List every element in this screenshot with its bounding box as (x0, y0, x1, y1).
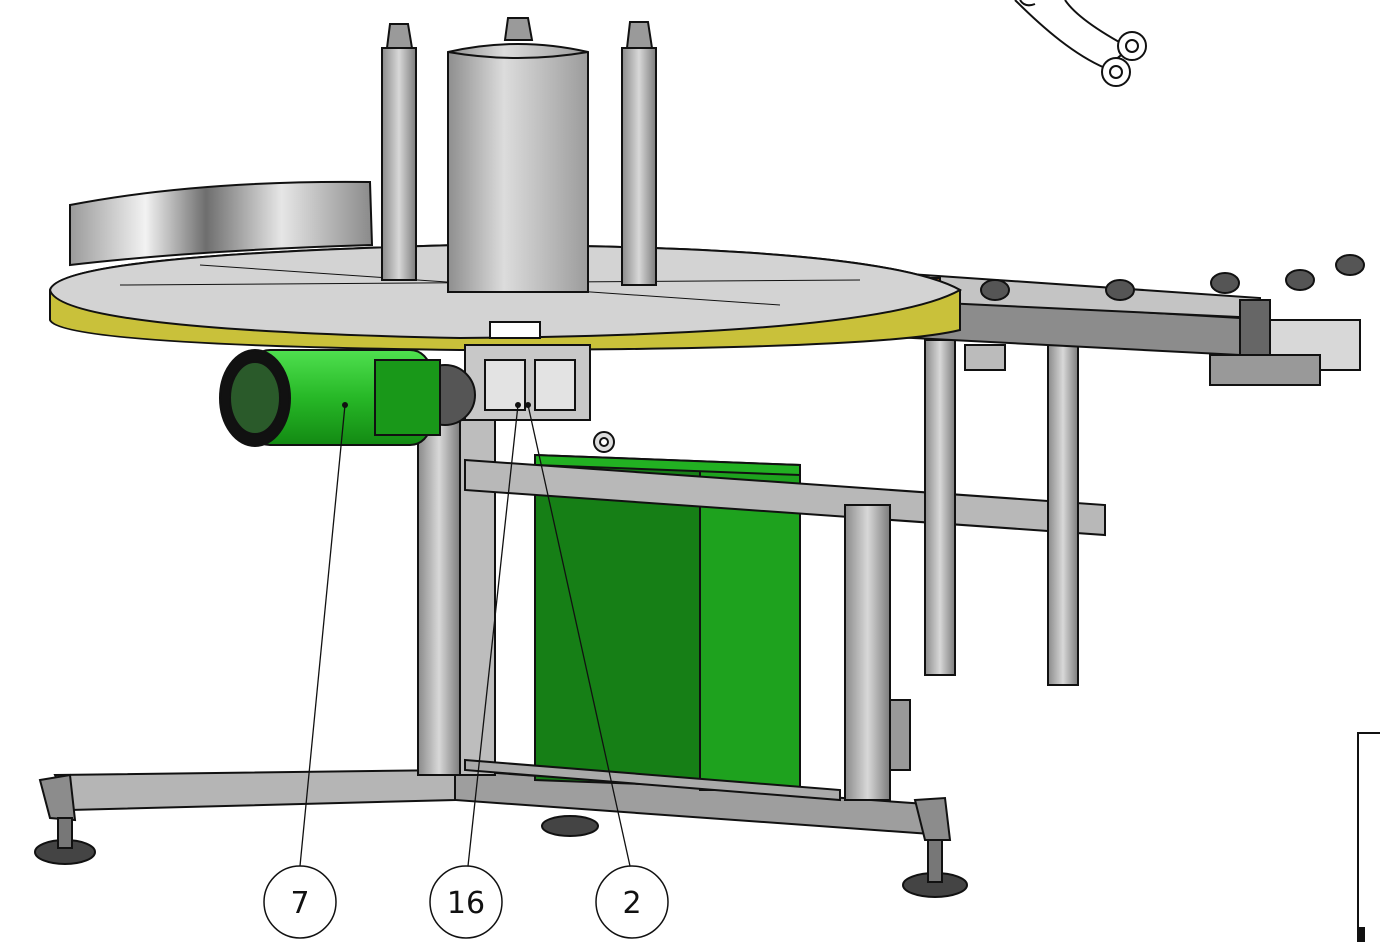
leader-lines (299, 404, 631, 867)
arm-fragment (1014, 0, 1147, 87)
balloon-label-2: 2 (622, 886, 641, 921)
balloon-7: 7 (263, 865, 337, 939)
base-frame (38, 768, 952, 841)
balloon-16: 16 (429, 865, 503, 939)
electrical-cabinet (534, 431, 801, 792)
center-cylinder (447, 17, 589, 293)
leader-line-7 (299, 404, 346, 867)
leader-line-16 (467, 404, 519, 867)
leveling-feet (34, 815, 968, 898)
vertical-guides (381, 21, 657, 286)
leader-dots (342, 402, 531, 408)
balloon-label-7: 7 (290, 886, 309, 921)
gearbox (414, 344, 591, 426)
balloon-label-16: 16 (447, 886, 485, 921)
balloon-2: 2 (595, 865, 669, 939)
conveyor-legs (924, 339, 1079, 686)
motor (219, 349, 441, 447)
leader-line-2 (527, 404, 631, 867)
title-block-fragment (1357, 732, 1380, 942)
